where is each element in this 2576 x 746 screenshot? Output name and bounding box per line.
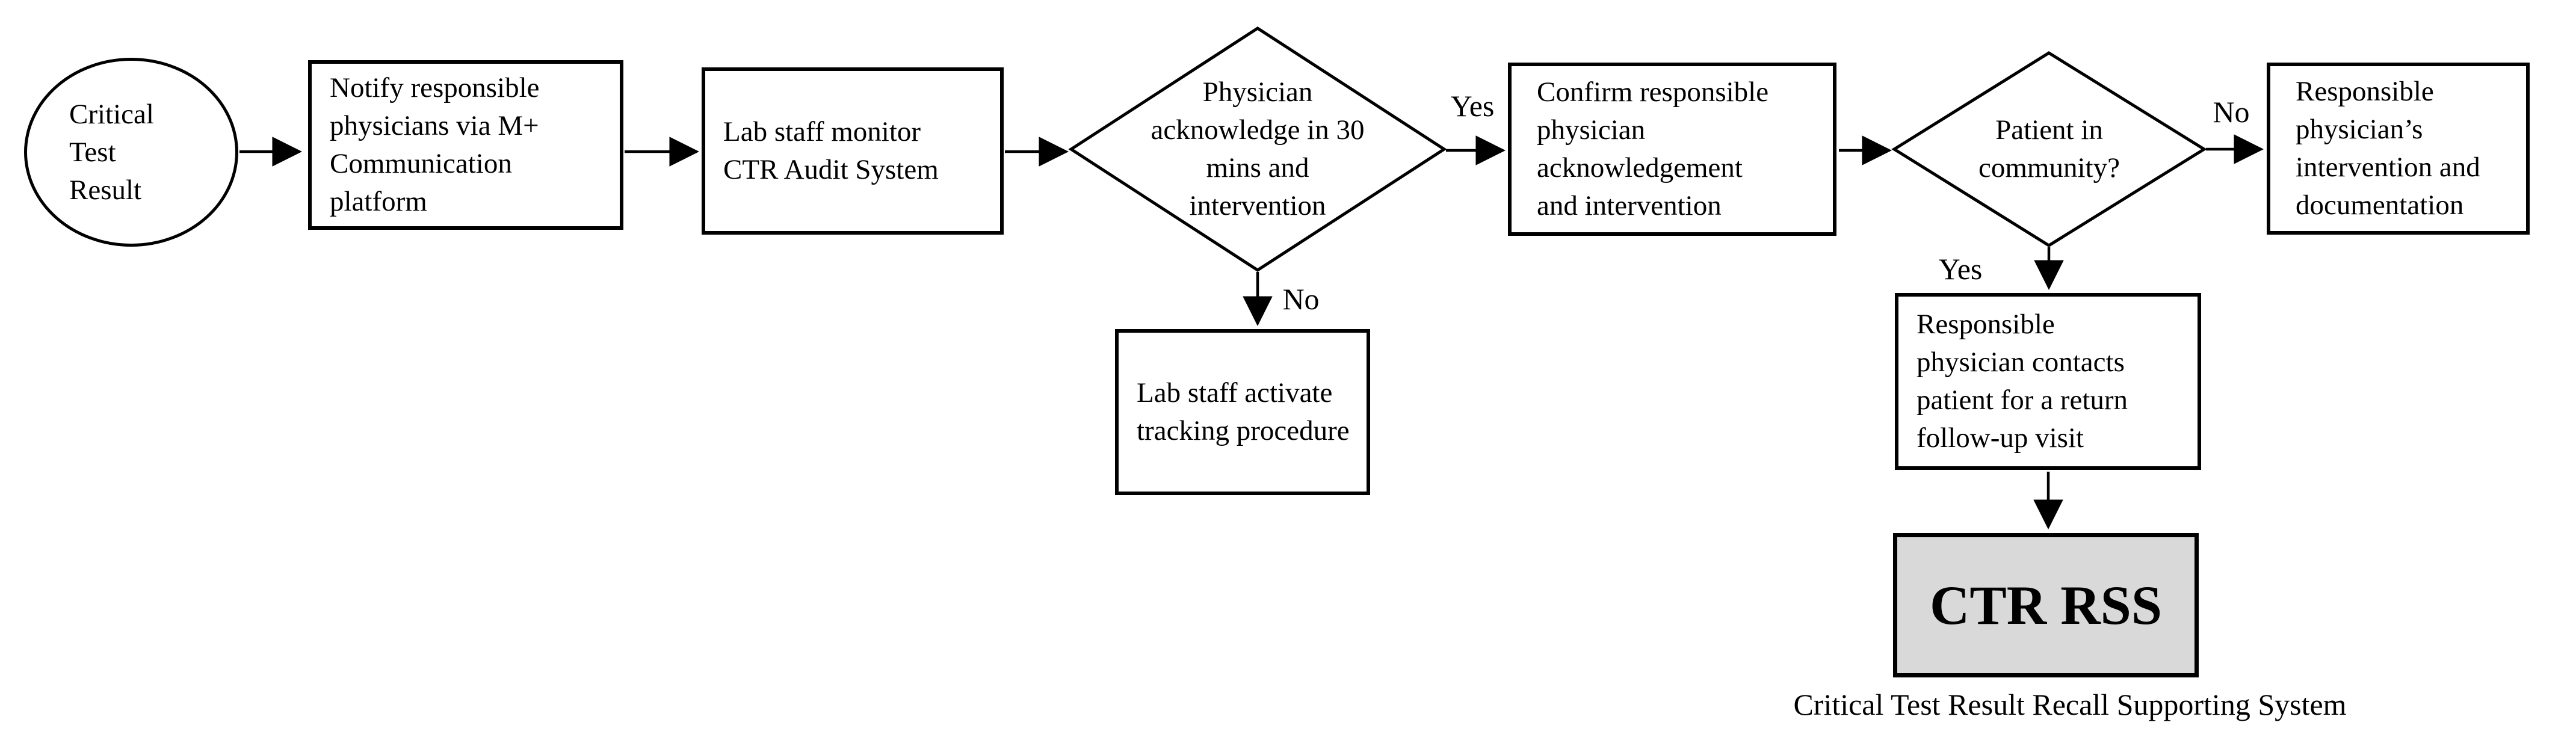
documentation-box: Responsible physician’s intervention and… [2267,63,2530,235]
start-node: Critical Test Result [24,58,238,247]
lab-monitor-label: Lab staff monitor CTR Audit System [723,116,939,185]
contact-patient-box: Responsible physician contacts patient f… [1895,293,2201,470]
edge-label-ack-no: No [1282,282,1320,316]
edge-label-ack-yes: Yes [1450,89,1495,123]
community-diamond-node: Patient in community? [1924,90,2174,208]
notify-physicians-box: Notify responsible physicians via M+ Com… [308,60,623,230]
tracking-procedure-label: Lab staff activate tracking procedure [1137,377,1350,446]
ack-diamond-node: Physician acknowledge in 30 mins and int… [1101,60,1414,238]
documentation-label: Responsible physician’s intervention and… [2296,76,2480,221]
ctr-rss-label: CTR RSS [1929,575,2162,636]
ctr-rss-caption: Critical Test Result Recall Supporting S… [1793,688,2347,721]
tracking-procedure-box: Lab staff activate tracking procedure [1115,329,1370,495]
ack-diamond-label: Physician acknowledge in 30 mins and int… [1151,76,1365,221]
start-node-label: Critical Test Result [69,98,154,206]
notify-physicians-label: Notify responsible physicians via M+ Com… [330,72,540,217]
ack-diamond-shape [1068,26,1447,272]
confirm-acknowledgement-label: Confirm responsible physician acknowledg… [1537,76,1769,221]
contact-patient-label: Responsible physician contacts patient f… [1917,309,2128,454]
confirm-acknowledgement-box: Confirm responsible physician acknowledg… [1508,63,1836,236]
community-diamond-label: Patient in community? [1978,114,2120,183]
community-diamond-shape [1891,51,2207,247]
lab-monitor-box: Lab staff monitor CTR Audit System [702,67,1004,235]
edge-label-community-no: No [2213,95,2250,129]
ctr-rss-box: CTR RSS [1893,533,2199,677]
edge-label-community-yes: Yes [1938,252,1983,286]
